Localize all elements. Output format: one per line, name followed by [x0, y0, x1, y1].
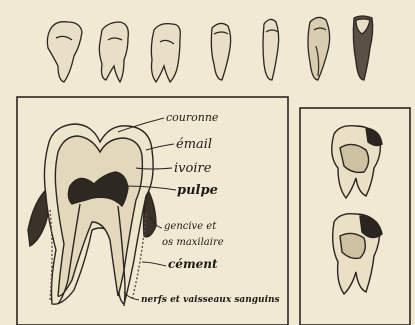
tooth-molar-2	[99, 22, 128, 82]
decayed-tooth-lower	[333, 214, 382, 294]
tooth-molar-3	[151, 24, 180, 82]
tooth-incisor	[353, 16, 372, 80]
label-cement: cément	[168, 258, 218, 270]
label-pulpe: pulpe	[177, 184, 218, 197]
label-os-maxilaire: os maxilaire	[162, 238, 224, 248]
label-email: émail	[176, 138, 212, 151]
tooth-premolar-2	[263, 19, 279, 80]
label-nerfs: nerfs et vaisseaux sanguins	[141, 296, 280, 305]
molar-cross-section	[28, 124, 156, 306]
teeth-row	[47, 16, 372, 82]
tooth-molar-1	[47, 22, 82, 82]
tooth-premolar-1	[211, 23, 230, 80]
label-gencive: gencive et	[164, 222, 216, 232]
tooth-canine	[308, 17, 330, 80]
decayed-tooth-upper	[332, 126, 382, 198]
label-couronne: couronne	[166, 112, 218, 123]
label-ivoire: ivoire	[174, 162, 211, 175]
